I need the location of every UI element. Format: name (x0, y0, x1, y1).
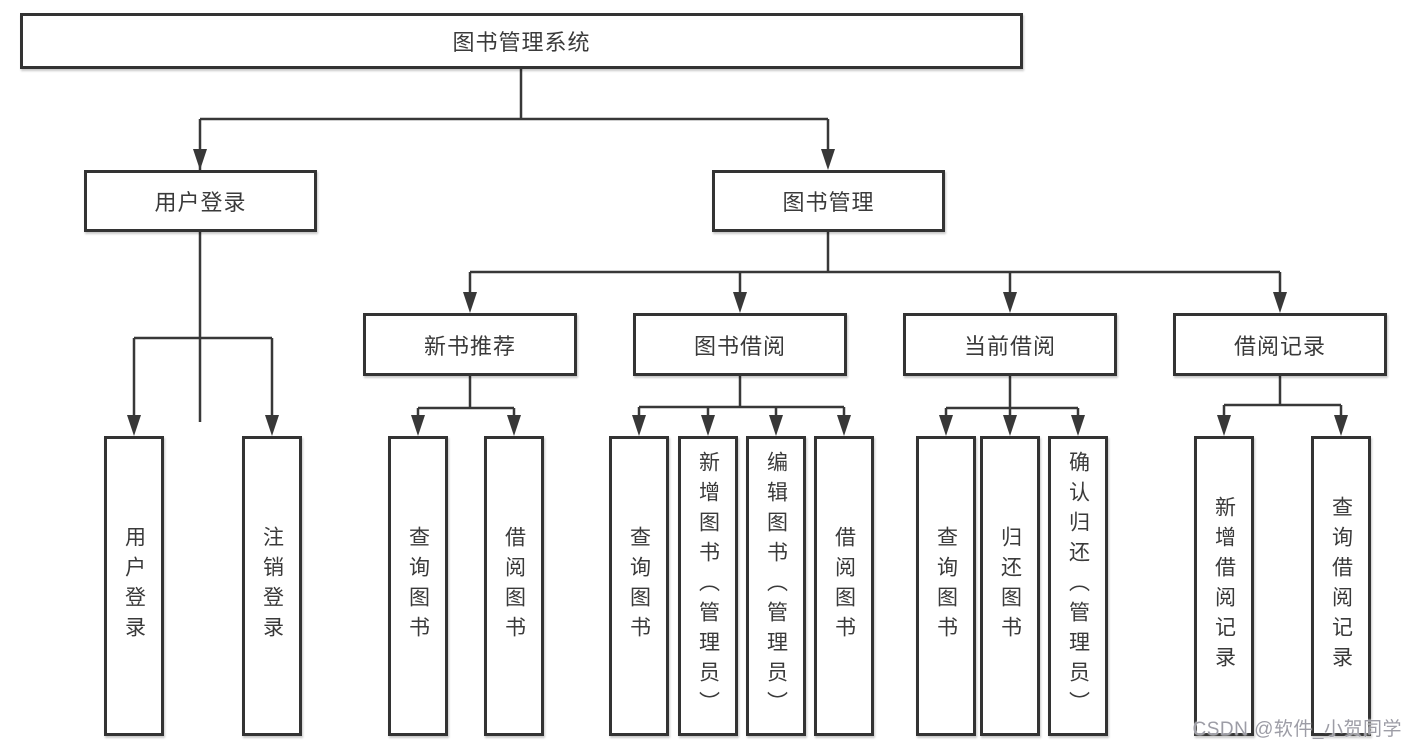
node-label: 图书借阅 (693, 333, 786, 359)
node-label: 查询借阅记录 (1329, 496, 1353, 676)
arrowhead (411, 415, 425, 436)
node-current-borrow: 当前借阅 (903, 313, 1117, 376)
arrowhead (733, 292, 747, 313)
node-book-management: 图书管理 (712, 170, 945, 232)
arrowhead (1003, 415, 1017, 436)
arrowhead (265, 415, 279, 436)
node-label: 新增图书（管理员） (696, 451, 720, 721)
connector-book-mgmt (468, 232, 1282, 300)
arrowhead (1071, 415, 1085, 436)
node-user-login: 用户登录 (84, 170, 317, 232)
node-book-borrow: 图书借阅 (633, 313, 847, 376)
node-label: 查询图书 (406, 526, 430, 646)
node-label: 确认归还（管理员） (1066, 451, 1090, 721)
node-system-title: 图书管理系统 (20, 13, 1023, 69)
node-label: 图书管理 (782, 190, 875, 215)
node-label: 编辑图书（管理员） (764, 451, 788, 721)
connector-borrow-records (1222, 376, 1343, 422)
leaf-logout: 注销登录 (242, 436, 302, 736)
arrowhead (1334, 415, 1348, 436)
arrowhead (1217, 415, 1231, 436)
arrowhead (507, 415, 521, 436)
arrowhead (769, 415, 783, 436)
leaf-add-borrow-record: 新增借阅记录 (1194, 436, 1254, 736)
node-borrow-records: 借阅记录 (1173, 313, 1387, 376)
arrowhead (821, 149, 835, 170)
node-label: 用户登录 (122, 526, 146, 646)
node-label: 归还图书 (998, 526, 1022, 646)
node-label: 借阅图书 (832, 526, 856, 646)
connector-book-borrow (637, 376, 846, 422)
node-label: 借阅记录 (1233, 333, 1326, 359)
connector-user-login (132, 336, 274, 422)
node-label: 查询图书 (627, 526, 651, 646)
arrowhead (1273, 292, 1287, 313)
connector-root (198, 69, 830, 422)
csdn-watermark: CSDN @软件_小贺同学 (1192, 719, 1402, 740)
arrowhead (193, 149, 207, 170)
arrowhead (837, 415, 851, 436)
leaf-confirm-return-admin: 确认归还（管理员） (1048, 436, 1108, 736)
node-label: 当前借阅 (963, 333, 1056, 359)
arrowhead (701, 415, 715, 436)
leaf-borrow-books-recommend: 借阅图书 (484, 436, 544, 736)
leaf-user-login: 用户登录 (104, 436, 164, 736)
arrowhead (1003, 292, 1017, 313)
node-label: 新增借阅记录 (1212, 496, 1236, 676)
arrowhead (127, 415, 141, 436)
leaf-return-books: 归还图书 (980, 436, 1040, 736)
node-label: 用户登录 (154, 190, 247, 215)
leaf-query-borrow-record: 查询借阅记录 (1311, 436, 1371, 736)
leaf-query-books-borrow: 查询图书 (609, 436, 669, 736)
leaf-edit-books-admin: 编辑图书（管理员） (746, 436, 806, 736)
connector-new-book-recommend (416, 376, 516, 422)
node-label: 新书推荐 (423, 333, 516, 359)
node-label: 注销登录 (260, 526, 284, 646)
leaf-query-books-current: 查询图书 (916, 436, 976, 736)
node-label: 查询图书 (934, 526, 958, 646)
node-new-book-recommend: 新书推荐 (363, 313, 577, 376)
leaf-query-books-recommend: 查询图书 (388, 436, 448, 736)
arrowhead (939, 415, 953, 436)
leaf-borrow-books: 借阅图书 (814, 436, 874, 736)
node-label: 图书管理系统 (452, 30, 591, 55)
arrowhead (463, 292, 477, 313)
node-label: 借阅图书 (502, 526, 526, 646)
leaf-add-books-admin: 新增图书（管理员） (678, 436, 738, 736)
arrowhead (632, 415, 646, 436)
